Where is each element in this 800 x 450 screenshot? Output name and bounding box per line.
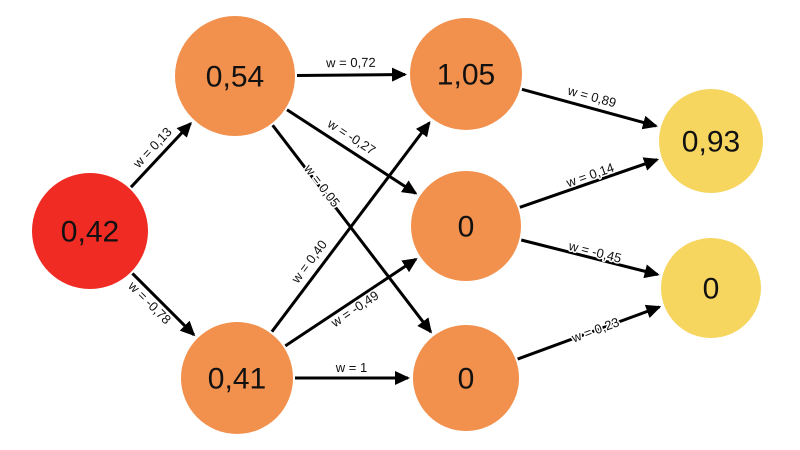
- edge-input-1-to-hidden1-1: [129, 122, 192, 189]
- edges-layer: [129, 67, 662, 385]
- edge-weight-label-hidden2-2-to-output-2: w = -0,45: [566, 238, 623, 266]
- node-value-hidden1-1: 0,54: [206, 61, 264, 94]
- node-value-output-1: 0,93: [682, 126, 740, 159]
- edge-hidden1-1-to-hidden2-2: [286, 108, 418, 195]
- node-value-hidden1-2: 0,41: [208, 363, 266, 396]
- edge-hidden2-3-to-output-2: [517, 304, 662, 361]
- edge-hidden2-1-to-output-1: [521, 87, 658, 130]
- edge-input-1-to-hidden1-2: [131, 272, 196, 337]
- edge-weight-label-hidden1-1-to-hidden2-1: w = 0,72: [325, 55, 376, 70]
- node-hidden2-2: [411, 171, 521, 281]
- edge-weight-label-hidden2-3-to-output-2: w = 0,23: [569, 314, 622, 345]
- node-value-output-2: 0: [703, 273, 720, 306]
- node-hidden1-1: [175, 16, 295, 136]
- node-value-hidden2-1: 1,05: [437, 59, 495, 92]
- node-hidden2-1: [410, 18, 522, 130]
- node-input-1: [32, 173, 148, 289]
- nodes-layer: 0,42 0,54 0,41 1,05 0 0 0,93 0: [32, 16, 763, 434]
- edge-hidden1-1-to-hidden2-3: [271, 124, 432, 334]
- edge-weight-label-hidden1-1-to-hidden2-3: w = 0,05: [300, 161, 343, 210]
- edge-hidden1-1-to-hidden2-1: [296, 67, 408, 82]
- node-output-2: [661, 238, 761, 338]
- edge-hidden1-2-to-hidden2-2: [284, 257, 418, 348]
- edge-weight-label-hidden2-1-to-output-1: w = 0,89: [565, 83, 618, 111]
- node-value-hidden2-2: 0: [458, 211, 475, 244]
- edge-hidden2-2-to-output-1: [519, 157, 660, 209]
- node-hidden2-3: [413, 325, 519, 431]
- edge-weight-label-hidden1-2-to-hidden2-3: w = 1: [335, 360, 367, 375]
- edge-weight-label-input-1-to-hidden1-2: w = -0,78: [125, 278, 174, 327]
- edge-weight-label-hidden2-2-to-output-1: w = 0,14: [563, 160, 616, 191]
- node-hidden1-2: [181, 322, 293, 434]
- edge-hidden1-2-to-hidden2-1: [270, 121, 431, 333]
- node-output-1: [659, 89, 763, 193]
- edge-hidden2-2-to-output-2: [520, 238, 660, 279]
- node-value-hidden2-3: 0: [458, 363, 475, 396]
- edge-weight-label-hidden1-2-to-hidden2-2: w = -0,49: [327, 288, 381, 331]
- node-value-input-1: 0,42: [61, 216, 119, 249]
